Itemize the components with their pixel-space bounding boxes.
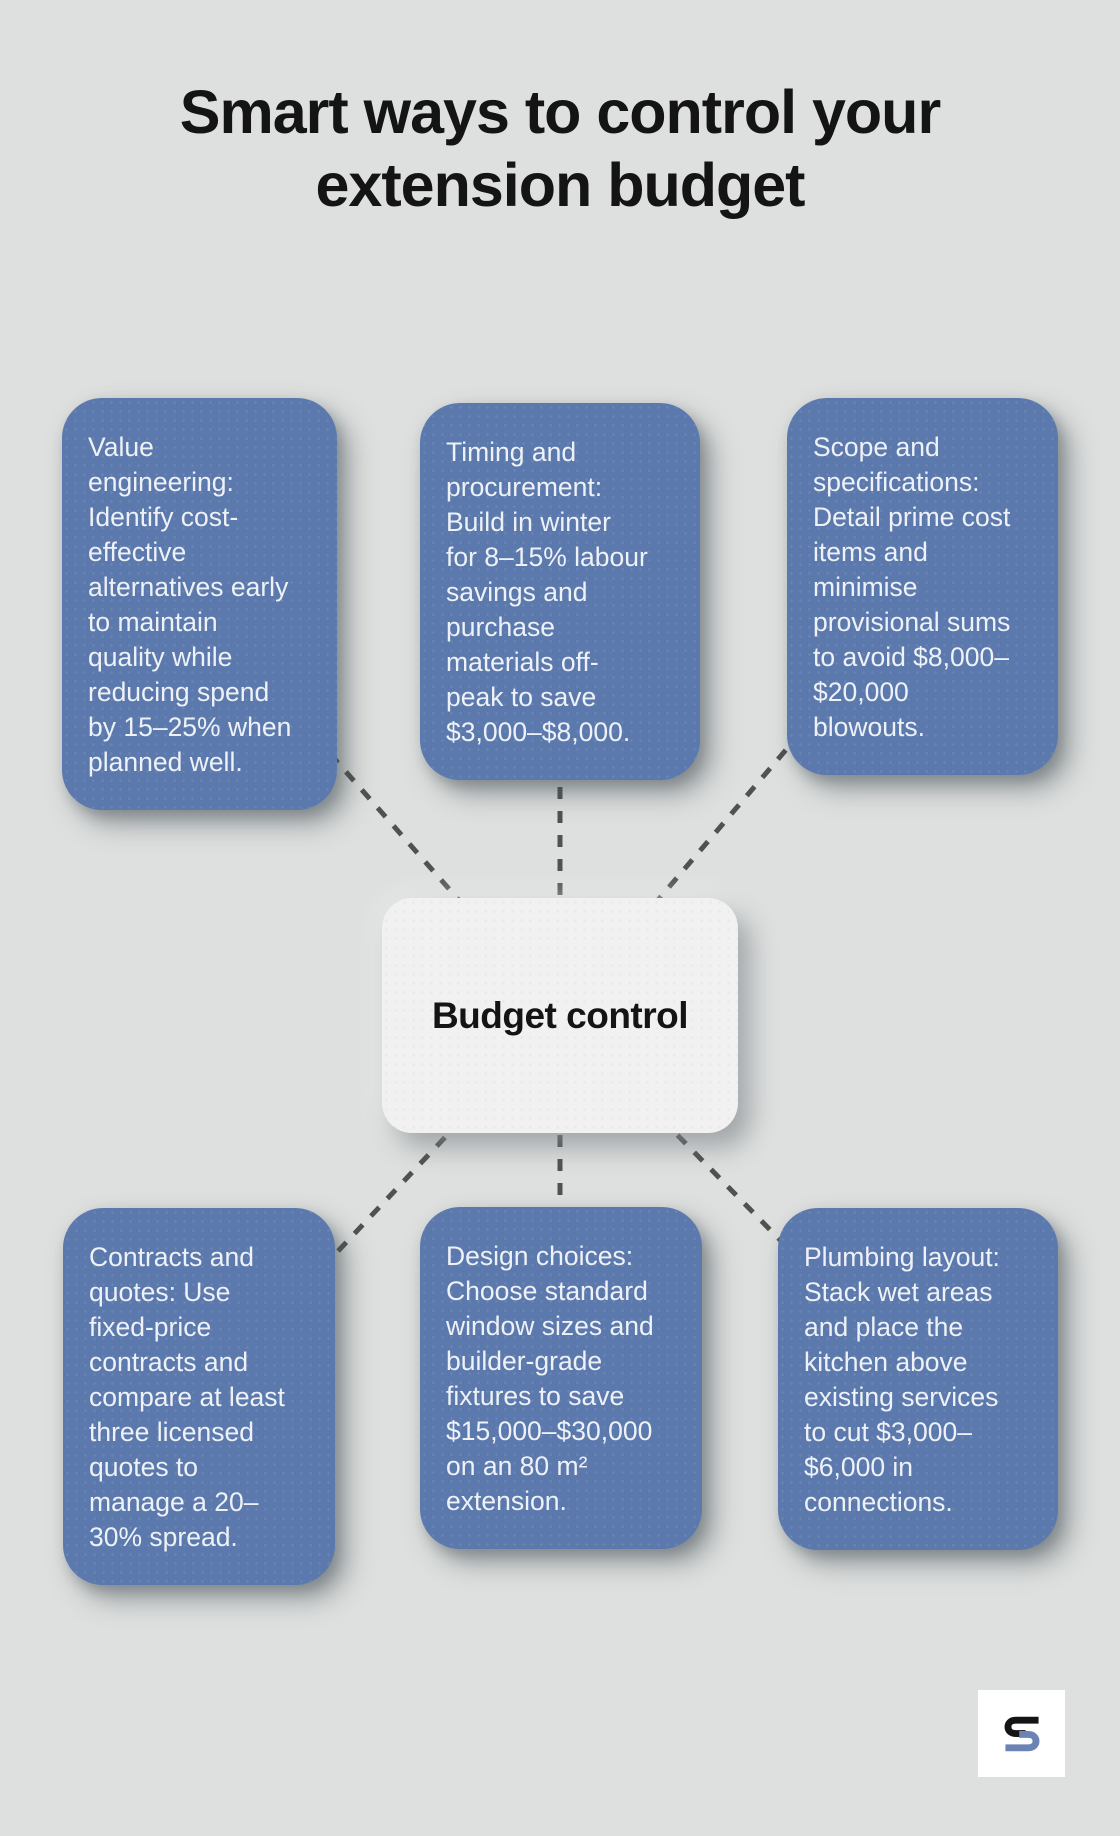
node-text: Contracts and quotes: Use fixed-price co… [89,1242,285,1552]
center-node-label: Budget control [431,994,689,1036]
node-value-engineering: Value engineering: Identify cost- effect… [62,398,337,810]
connector-line [198,604,562,1017]
node-scope-specifications: Scope and specifications: Detail prime c… [787,398,1058,775]
node-text: Timing and procurement: Build in winter … [446,437,648,747]
node-contracts-quotes: Contracts and quotes: Use fixed-price co… [63,1208,335,1585]
node-timing-procurement: Timing and procurement: Build in winter … [420,403,700,780]
page-title: Smart ways to control your extension bud… [179,78,941,219]
node-design-choices: Design choices: Choose standard window s… [420,1207,702,1549]
s-monogram-icon [1004,1716,1039,1751]
node-text: Value engineering: Identify cost- effect… [88,432,292,777]
node-text: Scope and specifications: Detail prime c… [813,432,1011,742]
node-text: Design choices: Choose standard window s… [446,1241,654,1516]
node-budget-control: Budget control [382,898,738,1133]
node-text: Plumbing layout: Stack wet areas and pla… [804,1242,1000,1517]
node-plumbing-layout: Plumbing layout: Stack wet areas and pla… [778,1208,1058,1550]
brand-logo [978,1690,1065,1777]
